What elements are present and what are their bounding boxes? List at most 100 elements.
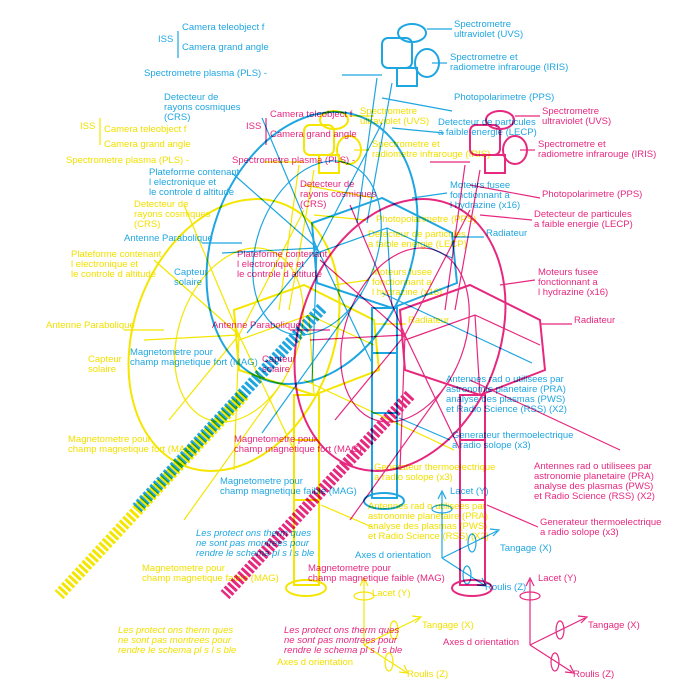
leader-lines	[177, 28, 484, 441]
radiator-label: Radiateur	[408, 315, 450, 326]
label-line: rendre le schema pl s l s ble	[196, 548, 315, 559]
bus-detail	[238, 314, 375, 396]
label-line: Detecteur de	[164, 92, 219, 103]
label-line: (CRS)	[300, 199, 327, 210]
label-line: analyse des plasmas (PWS)	[368, 521, 488, 532]
label-line: Capteur	[262, 354, 296, 365]
label-line: Spectrometre	[542, 106, 600, 117]
antenna-label: Antenne Parabolique	[212, 320, 301, 331]
label-line: Generateur thermoelectrique	[540, 517, 662, 528]
label-line: ne sont pas montrees pour	[284, 635, 398, 646]
label-line: rayons cosmiques	[300, 189, 377, 200]
label-line: fonctionnant a	[450, 190, 510, 201]
label-line: rendre le schema pl s l s ble	[284, 645, 403, 656]
label-line: Moteurs fusee	[450, 180, 511, 191]
label-line: le controle d altitude	[149, 187, 235, 198]
roll-axis-label: Roulis (Z)	[485, 582, 527, 593]
label-line: l electronique et	[149, 177, 217, 188]
label-line: Spectrometre	[360, 106, 418, 117]
label-line: Plateforme contenant	[149, 167, 240, 178]
pitch-axis-label: Tangage (X)	[588, 620, 640, 631]
label-line: et Radio Science (RSS) (X2)	[446, 404, 567, 415]
label-line: astronomie planetaire (PRA)	[534, 471, 654, 482]
radio-antenna-rod-2	[183, 379, 285, 521]
label-line: Capteur	[88, 354, 122, 365]
label-line: champ magnetique faible (MAG)	[308, 573, 445, 584]
orientation-axes-label: Axes d orientation	[277, 657, 354, 668]
label-line: Les protect ons therm ques	[196, 528, 312, 539]
yaw-axis-label: Lacet (Y)	[538, 573, 577, 584]
label-line: Generateur thermoelectrique	[452, 430, 574, 441]
label-line: Magnetometre pour	[220, 476, 303, 487]
rtg-column	[451, 394, 493, 597]
radio-antenna-rod-2	[261, 292, 363, 434]
pitch-axis-label: Tangage (X)	[500, 543, 552, 554]
iss-label: ISS	[80, 121, 96, 132]
label-line: rayons cosmiques	[164, 102, 241, 113]
parabolic-antenna-dish	[127, 198, 341, 472]
iss-label: ISS	[158, 34, 174, 45]
yaw-axis-label: Lacet (Y)	[450, 486, 489, 497]
label-line: radiometre infrarouge (IRIS)	[372, 149, 491, 160]
scan-platform-instruments	[303, 110, 362, 174]
antenna-label: Antenne Parabolique	[124, 233, 213, 244]
pps-label: Photopolarimetre (PPS)	[454, 92, 555, 103]
label-line: fonctionnant a	[372, 277, 432, 288]
label-line: Magnetometre pour	[68, 434, 151, 445]
label-line: Detecteur de	[300, 179, 355, 190]
bus-detail	[404, 314, 541, 396]
label-line: (CRS)	[134, 219, 161, 230]
radio-antenna-rod	[469, 379, 621, 451]
label-line: l hydrazine (x16)	[538, 287, 609, 298]
camera-telephoto-label: Camera teleobject f	[182, 22, 265, 33]
label-line: le controle d altitude	[237, 269, 323, 280]
instrument-mast	[278, 164, 315, 311]
label-line: a faible energie (LECP)	[438, 127, 537, 138]
label-line: Moteurs fusee	[372, 267, 433, 278]
label-line: et Radio Science (RSS) (X2)	[368, 531, 489, 542]
label-line: Spectrometre et	[538, 139, 606, 150]
parabolic-antenna-dish	[293, 198, 507, 472]
iss-label: ISS	[246, 121, 262, 132]
label-line: Moteurs fusee	[538, 267, 599, 278]
label-line: ultraviolet (UVS)	[360, 116, 430, 127]
orientation-axes	[519, 576, 589, 674]
label-line: radiometre infrarouge (IRIS)	[450, 62, 569, 73]
label-line: astronomie planetaire (PRA)	[446, 384, 566, 395]
orientation-axes	[353, 576, 423, 674]
label-line: Detecteur de particules	[534, 209, 632, 220]
label-line: l electronique et	[237, 259, 305, 270]
label-line: Magnetometre pour	[142, 563, 225, 574]
label-line: Spectrometre	[454, 19, 512, 30]
label-line: Les protect ons therm ques	[284, 625, 400, 636]
label-line: Magnetometre pour	[308, 563, 391, 574]
roll-axis-label: Roulis (Z)	[407, 669, 449, 680]
radiator-label: Radiateur	[486, 228, 528, 239]
label-line: Plateforme contenant	[237, 249, 328, 260]
label-line: Magnetometre pour	[130, 347, 213, 358]
orientation-axes-label: Axes d orientation	[443, 637, 520, 648]
parabolic-antenna-dish	[205, 111, 419, 385]
label-line: Magnetometre pour	[234, 434, 317, 445]
label-line: fonctionnant a	[538, 277, 598, 288]
